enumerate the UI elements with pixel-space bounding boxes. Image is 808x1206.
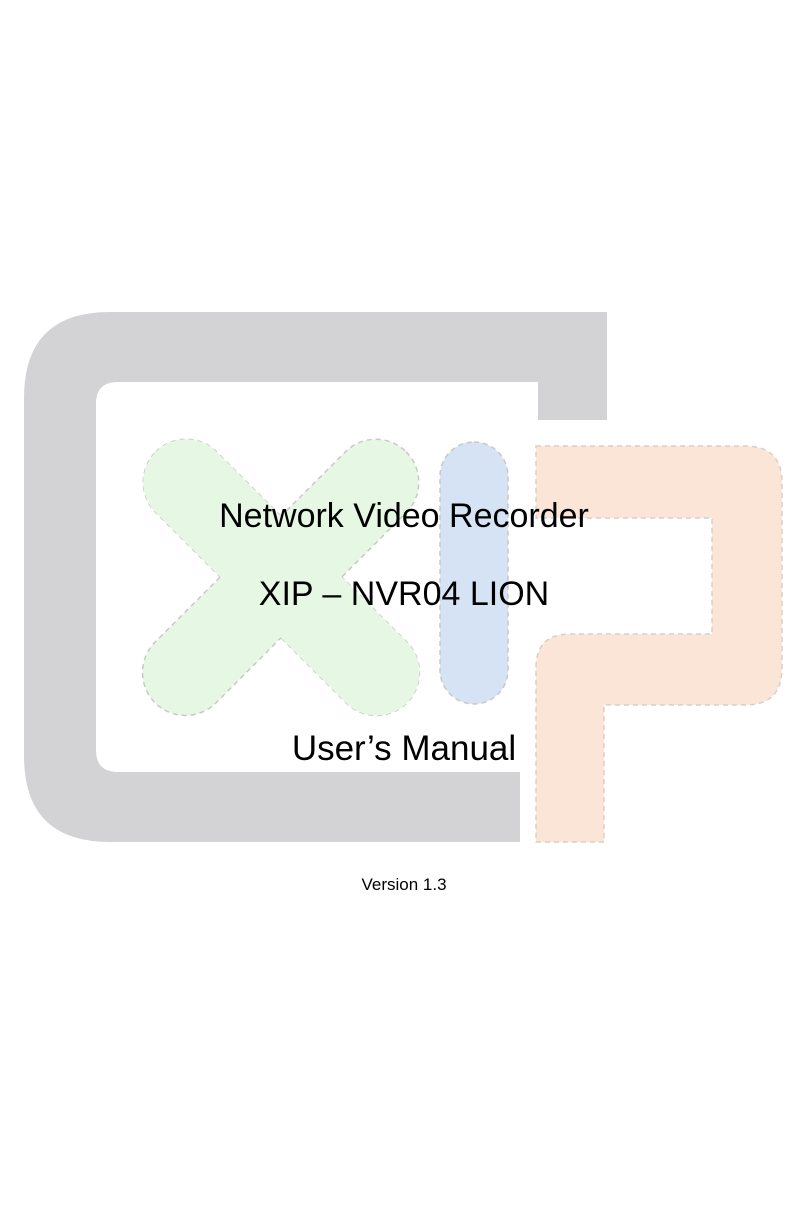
logo-i-shape (439, 441, 509, 705)
document-type-title: User’s Manual (291, 729, 517, 768)
logo-x-shape (141, 438, 421, 717)
logo-c-frame (24, 312, 607, 842)
logo-p-shape (535, 445, 783, 843)
model-title: XIP – NVR04 LION (258, 575, 550, 613)
version-label: Version 1.3 (361, 875, 447, 894)
product-type-title: Network Video Recorder (219, 497, 589, 535)
